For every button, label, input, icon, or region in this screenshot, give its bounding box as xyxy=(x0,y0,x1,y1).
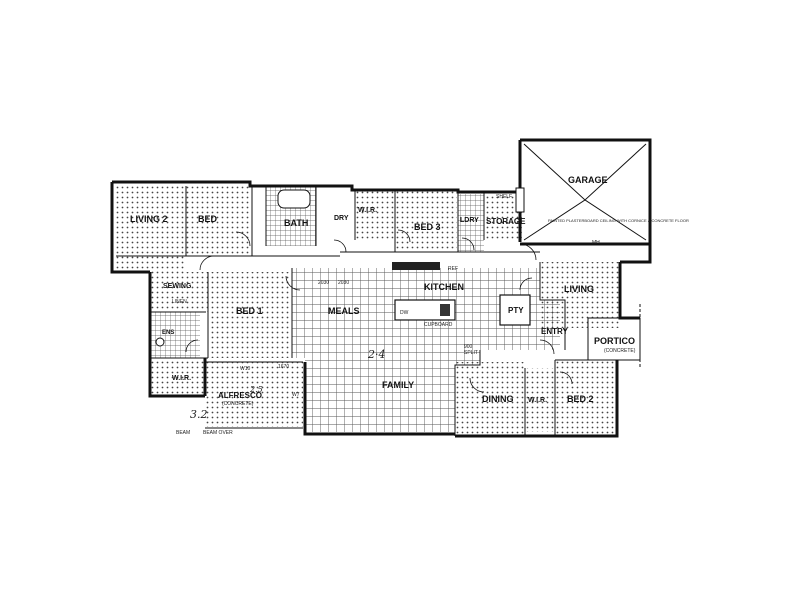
label-kitchen: KITCHEN xyxy=(424,282,464,292)
label-meals: MEALS xyxy=(328,306,360,316)
label-bed: BED xyxy=(198,214,218,224)
handwritten-alfresco-scale-2: 2.5 xyxy=(249,385,263,394)
room-fills xyxy=(116,186,620,434)
dim-2030-b: 2030 xyxy=(338,280,349,286)
label-living: LIVING xyxy=(564,284,594,294)
dim-900: 900 xyxy=(464,344,473,350)
cooktop xyxy=(440,304,450,316)
label-dining: DINING xyxy=(482,394,514,404)
ens-area xyxy=(150,312,200,358)
label-ens: ENS xyxy=(162,330,174,336)
toilet xyxy=(155,337,165,347)
label-entry: ENTRY xyxy=(541,327,568,336)
mh-note: MH xyxy=(592,240,600,246)
label-sewing: SEWING xyxy=(163,283,192,290)
alfresco-area xyxy=(205,362,303,427)
garage-roof-lines xyxy=(515,143,647,241)
wir-left-area xyxy=(150,358,206,394)
bed2-area xyxy=(555,360,617,434)
dining-area xyxy=(455,362,525,434)
label-pty: PTY xyxy=(508,306,524,315)
label-portico: PORTICO xyxy=(594,336,635,346)
door-swings xyxy=(185,229,573,393)
family-tiled-area xyxy=(292,268,560,432)
cupboard-note: CUPBOARD xyxy=(424,322,453,328)
bed3-area xyxy=(395,190,457,252)
label-ldry: LDRY xyxy=(460,217,479,224)
label-bath: BATH xyxy=(284,218,308,228)
kitchen-fittings xyxy=(155,189,531,347)
wir-top-area xyxy=(355,190,395,240)
dim-2030-a: 2030 xyxy=(318,280,329,286)
dim-w7: W7 xyxy=(292,392,300,398)
sewing-area xyxy=(150,272,208,312)
label-alfresco: ALFRESCO xyxy=(218,391,262,400)
linen-note: LINEN xyxy=(172,299,187,305)
portico-note: (CONCRETE) xyxy=(604,348,636,354)
label-wir-top: W.I.R. xyxy=(358,207,377,214)
alfresco-note: (CONCRETE) xyxy=(222,401,254,407)
bed1-area xyxy=(208,272,298,358)
label-family: FAMILY xyxy=(382,380,414,390)
label-bed1: BED 1 xyxy=(236,306,263,316)
kitchen-bench xyxy=(392,262,440,270)
label-dry: DRY xyxy=(334,215,349,222)
label-wir-bottom: W.I.R. xyxy=(528,397,547,404)
label-wir-left: W.I.R. xyxy=(172,375,191,382)
living2-area xyxy=(116,186,186,272)
dim-1670: 1670 xyxy=(278,364,289,370)
pantry-box xyxy=(499,294,531,326)
annotations: PAINTED PLASTERBOARD CEILING WITH CORNIC… xyxy=(172,194,689,436)
beam-over-note: BEAM OVER xyxy=(203,430,233,436)
bed-area xyxy=(186,186,252,256)
dw-note: DW xyxy=(400,310,409,316)
room-labels: LIVING 2 BED BATH DRY W.I.R. BED 3 LDRY … xyxy=(130,175,635,404)
beam-note: BEAM xyxy=(176,430,190,436)
dim-split: SPLIT xyxy=(464,350,478,356)
shelf-note: SHELF xyxy=(496,194,512,200)
handwritten-family-scale: 2·4 xyxy=(367,348,386,361)
label-bed3: BED 3 xyxy=(414,222,441,232)
ref-note: REF xyxy=(448,266,458,272)
handwritten-alfresco-scale: 3.2 xyxy=(190,408,208,421)
living-area xyxy=(540,262,620,328)
walls xyxy=(110,138,652,438)
garage-note: PAINTED PLASTERBOARD CEILING WITH CORNIC… xyxy=(548,218,689,223)
wir-bottom-area xyxy=(525,368,555,432)
bath-tub xyxy=(277,189,311,209)
label-storage: STORAGE xyxy=(486,217,526,226)
label-garage: GARAGE xyxy=(568,175,608,185)
label-bed2: BED 2 xyxy=(567,394,594,404)
dim-w10: W10 xyxy=(240,366,251,372)
label-living2: LIVING 2 xyxy=(130,214,168,224)
